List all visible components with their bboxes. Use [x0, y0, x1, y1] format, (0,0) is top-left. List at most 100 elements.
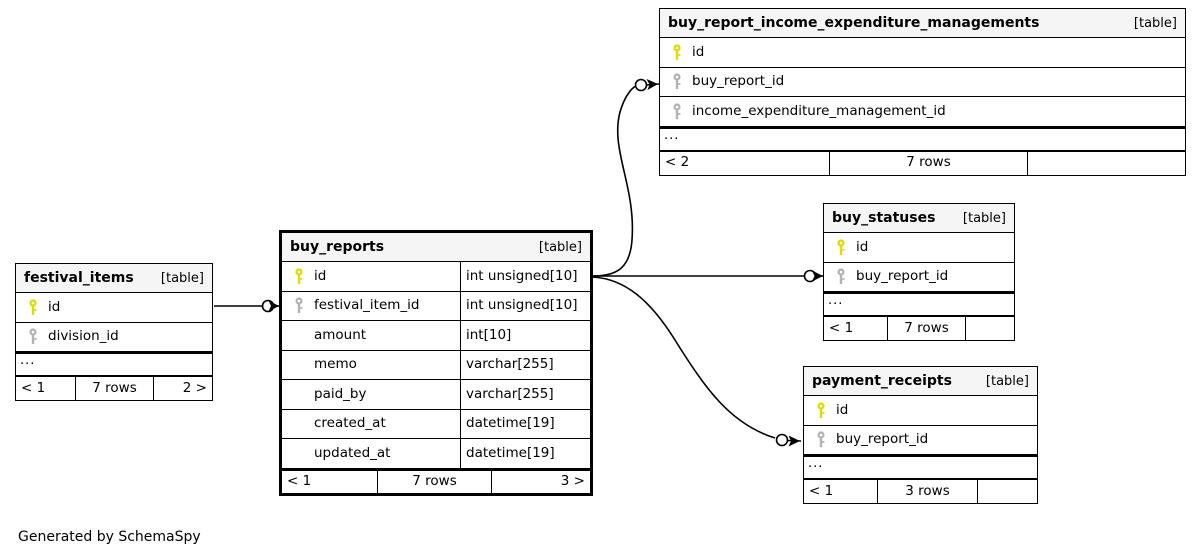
column-cell: memo: [282, 351, 460, 380]
column-name: id: [48, 298, 61, 315]
edge-buy_reports-to-payment_receipts: [592, 276, 802, 447]
column-cell: id: [824, 233, 1014, 262]
column-cell: id: [660, 38, 1185, 67]
table-row[interactable]: paid_by varchar[255]: [282, 380, 590, 410]
column-type: varchar[255]: [460, 380, 590, 409]
footer-parents-count: < 1: [282, 470, 378, 493]
table-row[interactable]: id: [16, 293, 212, 323]
table-row[interactable]: id: [824, 233, 1014, 263]
primary-key-icon: [288, 268, 310, 285]
footer-row-count: 7 rows: [888, 317, 966, 340]
table-row[interactable]: festival_item_id int unsigned[10]: [282, 291, 590, 321]
column-cell: buy_report_id: [804, 426, 1037, 455]
more-columns-indicator: ...: [824, 292, 1014, 316]
column-cell: division_id: [16, 323, 212, 352]
table-row[interactable]: id: [804, 396, 1037, 426]
footer-row-count: 7 rows: [830, 151, 1028, 175]
table-footer: < 2 7 rows: [660, 150, 1185, 175]
table-kind-label: [table]: [985, 373, 1029, 389]
footer-children-count: 3 >: [560, 472, 585, 489]
footer-row-count: 7 rows: [378, 470, 492, 493]
table-header: buy_reports [table]: [282, 233, 590, 262]
table-row[interactable]: amount int[10]: [282, 321, 590, 351]
column-name: buy_report_id: [856, 268, 949, 284]
table-row[interactable]: id int unsigned[10]: [282, 262, 590, 292]
table-header: buy_report_income_expenditure_management…: [660, 9, 1185, 38]
column-name: created_at: [314, 415, 386, 431]
table-payment_receipts[interactable]: payment_receipts [table] id buy_report_i…: [803, 366, 1038, 504]
table-buy_statuses[interactable]: buy_statuses [table] id buy_report_id ..…: [823, 203, 1015, 341]
table-footer: < 1 7 rows 2 >: [16, 376, 212, 400]
column-cell: festival_item_id: [282, 292, 460, 321]
footer-row-count: 3 rows: [878, 480, 978, 503]
column-type: datetime[19]: [460, 439, 590, 468]
table-row[interactable]: buy_report_id: [660, 68, 1185, 97]
table-row[interactable]: created_at datetime[19]: [282, 409, 590, 439]
foreign-key-icon: [810, 431, 832, 448]
column-name: id: [692, 43, 705, 60]
table-row[interactable]: updated_at datetime[19]: [282, 439, 590, 469]
generator-credit: Generated by SchemaSpy: [18, 529, 201, 545]
foreign-key-icon: [666, 103, 688, 120]
table-buy_reports[interactable]: buy_reports [table] id int unsigned[10] …: [279, 230, 593, 496]
foreign-key-icon: [666, 73, 688, 90]
footer-children-count: [1028, 152, 1185, 175]
foreign-key-icon: [22, 328, 44, 345]
table-kind-label: [table]: [962, 210, 1006, 226]
table-row[interactable]: division_id: [16, 323, 212, 352]
table-row[interactable]: buy_report_id: [804, 426, 1037, 455]
table-buy_report_income_expenditure_managements[interactable]: buy_report_income_expenditure_management…: [659, 8, 1186, 176]
table-row[interactable]: id: [660, 38, 1185, 68]
table-title: buy_statuses: [832, 210, 936, 226]
table-footer: < 1 7 rows: [824, 316, 1014, 340]
table-kind-label: [table]: [538, 239, 582, 255]
column-name: festival_item_id: [314, 297, 420, 313]
footer-parents-count: < 1: [804, 480, 878, 503]
table-row[interactable]: income_expenditure_management_id: [660, 97, 1185, 127]
column-cell: buy_report_id: [824, 263, 1014, 292]
column-type: int unsigned[10]: [460, 291, 590, 320]
primary-key-icon: [830, 239, 852, 256]
foreign-key-icon: [830, 268, 852, 285]
column-name: paid_by: [314, 385, 367, 402]
column-type: datetime[19]: [460, 409, 590, 438]
column-cell: created_at: [282, 410, 460, 439]
table-title: festival_items: [24, 270, 134, 286]
column-name: memo: [314, 356, 357, 372]
column-type: int[10]: [460, 321, 590, 350]
column-name: amount: [314, 326, 367, 343]
footer-children-count: [978, 480, 1037, 503]
column-cell: amount: [282, 321, 460, 350]
footer-parents-count: < 1: [824, 317, 888, 340]
footer-parents-count: < 1: [16, 377, 76, 400]
column-cell: id: [804, 396, 1037, 425]
table-title: buy_report_income_expenditure_management…: [668, 15, 1040, 31]
column-cell: updated_at: [282, 439, 460, 468]
foreign-key-icon: [288, 297, 310, 314]
column-name: id: [314, 267, 327, 284]
column-cell: income_expenditure_management_id: [660, 97, 1185, 126]
table-footer: < 1 7 rows 3 >: [282, 468, 590, 493]
edge-buy_reports-to-buy_report_income_expenditure_managements: [592, 78, 660, 277]
column-cell: buy_report_id: [660, 68, 1185, 97]
table-title: buy_reports: [290, 239, 385, 255]
footer-parents-count: < 2: [660, 151, 830, 175]
more-columns-indicator: ...: [804, 455, 1037, 479]
table-footer: < 1 3 rows: [804, 479, 1037, 503]
column-type: varchar[255]: [460, 350, 590, 379]
footer-children-count: 2 >: [182, 379, 207, 396]
column-type: int unsigned[10]: [460, 262, 590, 291]
edge-festival_items-to-buy_reports: [214, 299, 280, 313]
table-kind-label: [table]: [1133, 15, 1177, 31]
table-festival_items[interactable]: festival_items [table] id division_id ..…: [15, 263, 213, 401]
table-row[interactable]: buy_report_id: [824, 263, 1014, 292]
table-header: festival_items [table]: [16, 264, 212, 293]
column-name: division_id: [48, 328, 119, 344]
table-row[interactable]: memo varchar[255]: [282, 350, 590, 380]
primary-key-icon: [22, 299, 44, 316]
column-name: buy_report_id: [836, 431, 929, 447]
column-name: id: [836, 401, 849, 418]
column-cell: paid_by: [282, 380, 460, 409]
footer-children-count: [966, 317, 1014, 340]
column-name: id: [856, 238, 869, 255]
